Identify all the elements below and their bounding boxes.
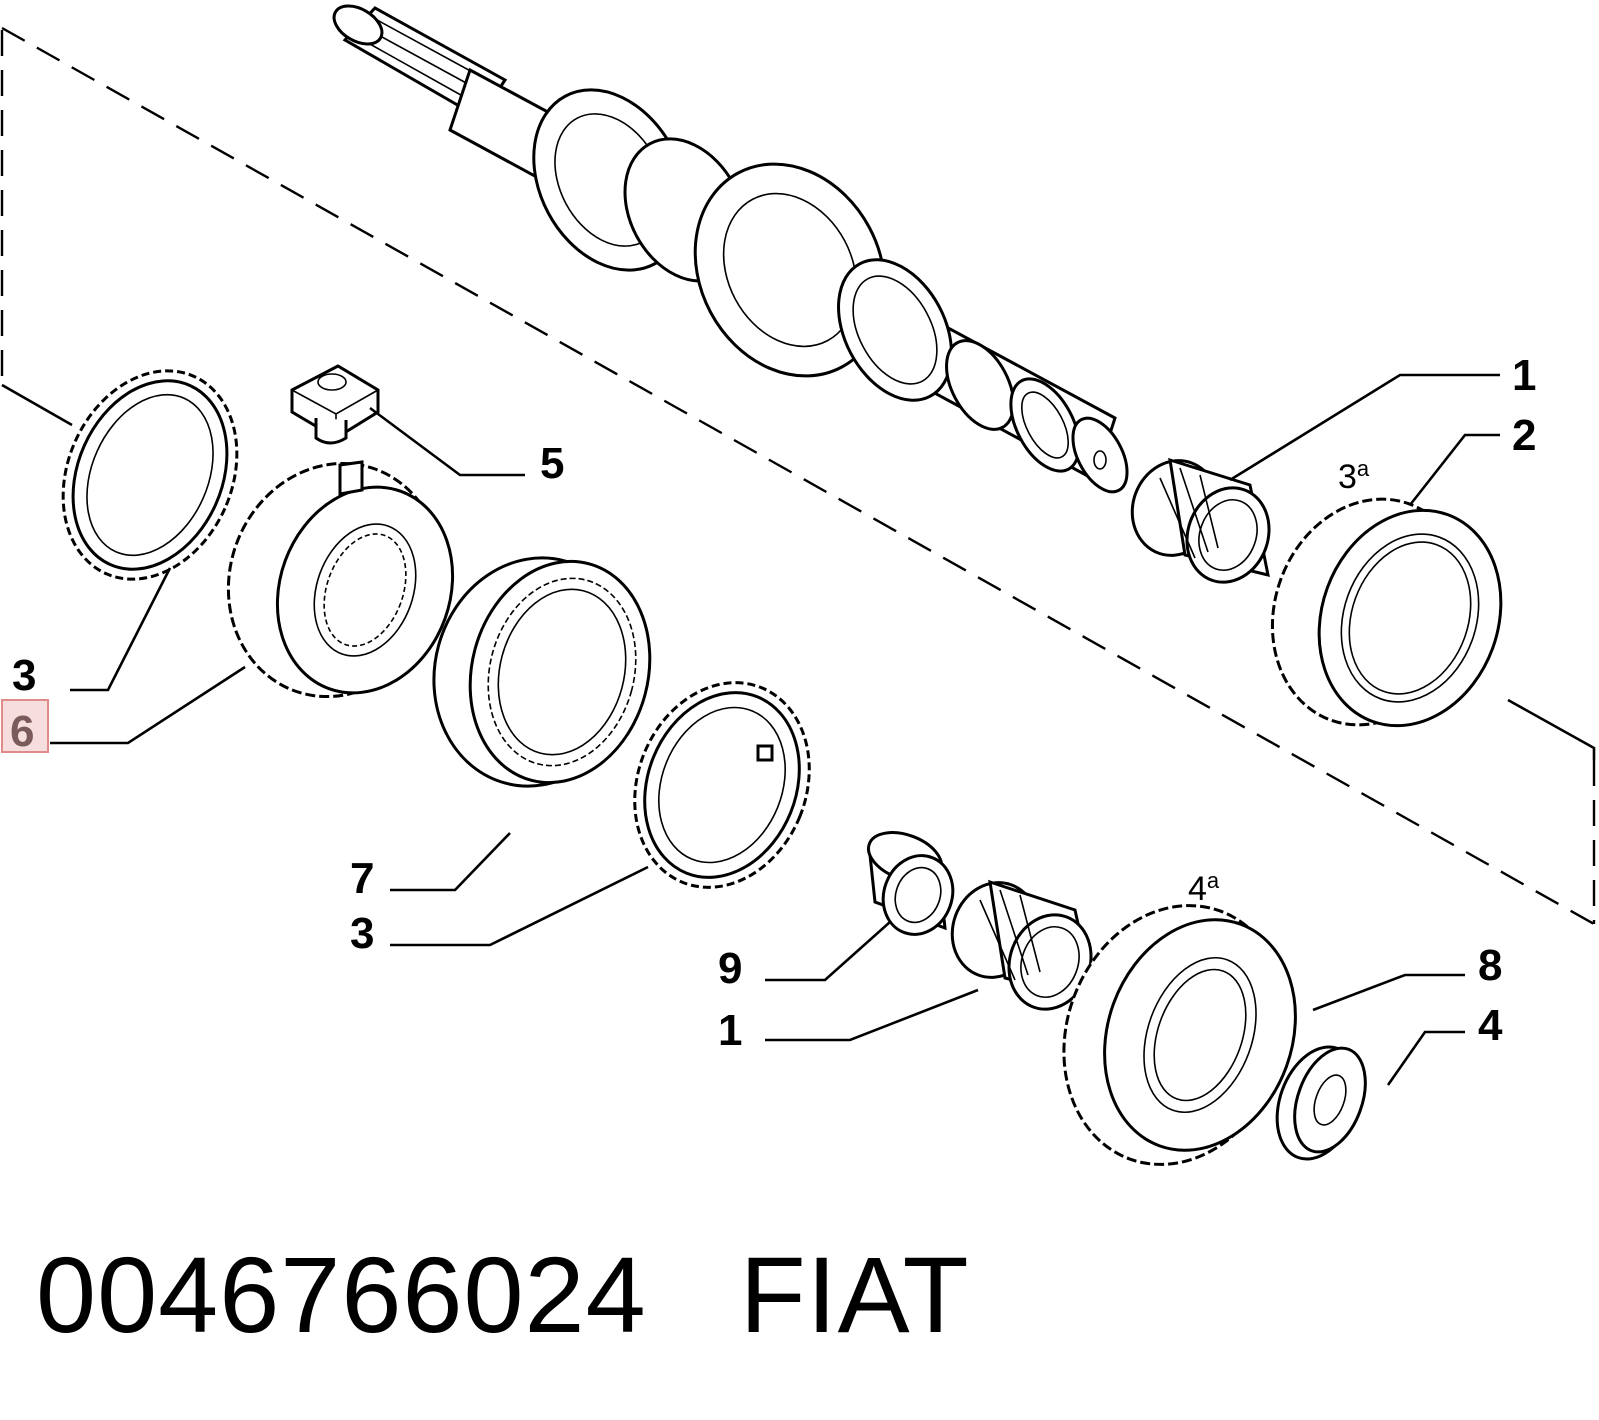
callout-3-left[interactable]: 3 xyxy=(12,651,36,700)
callout-8[interactable]: 8 xyxy=(1478,941,1502,990)
callout-1-top[interactable]: 1 xyxy=(1512,351,1536,400)
callout-2[interactable]: 2 xyxy=(1512,411,1536,460)
callout-9[interactable]: 9 xyxy=(718,944,742,993)
part-number: 0046766024 xyxy=(36,1234,647,1355)
shift-key xyxy=(290,364,380,445)
bushing xyxy=(867,831,955,936)
gear-label-third: 3a xyxy=(1338,456,1370,496)
needle-bearing-bottom xyxy=(950,879,1097,1011)
gear-label-fourth: 4a xyxy=(1188,868,1220,908)
fourth-speed-gear xyxy=(1062,904,1297,1166)
thrust-washer xyxy=(1275,1045,1367,1161)
synchro-hub xyxy=(226,460,455,699)
sliding-sleeve xyxy=(432,556,652,788)
synchro-ring-mid xyxy=(633,681,811,889)
synchro-ring-left xyxy=(61,369,239,581)
leader-lines xyxy=(50,373,1500,1086)
callout-6[interactable]: 6 xyxy=(10,707,34,756)
part-number-caption: 0046766024 FIAT xyxy=(36,1232,970,1357)
callout-3-mid[interactable]: 3 xyxy=(350,909,374,958)
highlight-box-6 xyxy=(1,699,49,753)
third-speed-gear xyxy=(1270,497,1503,728)
assembly-bracket xyxy=(0,26,1596,926)
callout-5[interactable]: 5 xyxy=(540,439,564,488)
callout-4[interactable]: 4 xyxy=(1478,1001,1503,1050)
brand-name: FIAT xyxy=(739,1234,970,1355)
callout-1-bottom[interactable]: 1 xyxy=(718,1006,742,1055)
main-shaft xyxy=(332,4,1129,494)
needle-bearing-top xyxy=(1130,457,1271,584)
callout-7[interactable]: 7 xyxy=(350,854,374,903)
